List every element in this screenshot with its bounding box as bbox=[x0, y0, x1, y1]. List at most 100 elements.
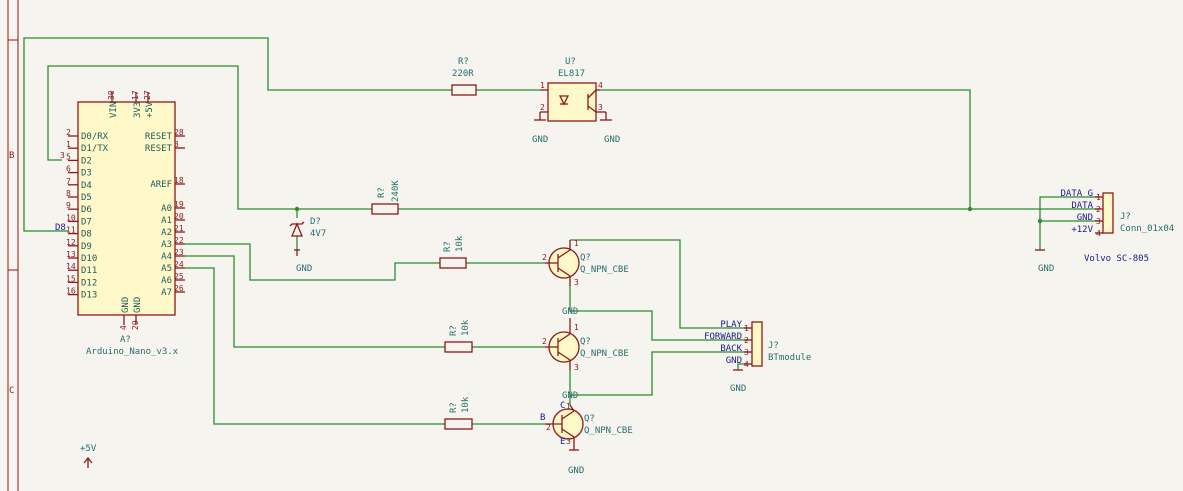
power-5v-label: +5V bbox=[80, 444, 97, 454]
arduino-left-pin-num: 15 bbox=[66, 274, 76, 283]
frame-row-b: B bbox=[9, 151, 14, 161]
transistor-q1[interactable]: 1 2 3 Q? Q_NPN_CBE bbox=[542, 239, 629, 287]
bt-pin-num: 3 bbox=[744, 348, 749, 357]
volvo-pin-num: 4 bbox=[1096, 229, 1101, 238]
pin-vin: VIN bbox=[109, 102, 119, 118]
volvo-gnd: GND bbox=[1038, 264, 1054, 274]
q3-collector-label: C bbox=[560, 401, 565, 411]
arduino-right-pin-num: 24 bbox=[174, 260, 184, 269]
arduino-pin-d3: D3 bbox=[81, 169, 92, 179]
wires bbox=[23, 37, 1100, 425]
arduino-pin-d0-rx: D0/RX bbox=[81, 132, 109, 142]
arduino-pin-d4: D4 bbox=[81, 181, 92, 191]
frame-row-c: C bbox=[9, 386, 14, 396]
zener-value: 4V7 bbox=[310, 229, 326, 239]
arduino-right-pin-num: 25 bbox=[174, 272, 184, 281]
r1-value: 10k bbox=[455, 235, 465, 252]
arduino-pin-reset: RESET bbox=[145, 144, 173, 154]
arduino-pin-a5: A5 bbox=[161, 264, 172, 274]
r2-value: 10k bbox=[461, 319, 471, 336]
junction-dot bbox=[294, 206, 300, 212]
bt-pin-num: 4 bbox=[744, 360, 749, 369]
junction-dot bbox=[967, 206, 973, 212]
net-label-d8: D8 bbox=[55, 223, 66, 233]
transistor-q3[interactable]: GND C B E 1 2 3 Q? Q_NPN_CBE GND bbox=[540, 391, 633, 476]
arduino-pin-a7: A7 bbox=[161, 288, 172, 298]
arduino-nano[interactable]: VIN 3V3 +5V 30 17 27 D0/RX2D1/TX1D25D36D… bbox=[55, 90, 185, 357]
volvo-pin-name: GND bbox=[1077, 213, 1093, 223]
arduino-right-pin-num: 23 bbox=[174, 248, 184, 257]
arduino-pin-d7: D7 bbox=[81, 217, 92, 227]
volvo-value: Conn_01x04 bbox=[1120, 224, 1174, 234]
pin-num-30: 30 bbox=[107, 90, 116, 100]
optocoupler-el817[interactable]: U? EL817 1 2 3 4 GND GND bbox=[532, 57, 620, 145]
arduino-left-pin-num: 7 bbox=[66, 177, 71, 186]
pin-5v: +5V bbox=[145, 101, 155, 118]
arduino-left-pin-num: 13 bbox=[66, 250, 76, 259]
arduino-left-pin-num: 1 bbox=[66, 140, 71, 149]
arduino-pin-d8: D8 bbox=[81, 230, 92, 240]
opto-pin1: 1 bbox=[540, 81, 545, 90]
pin-num-17: 17 bbox=[131, 90, 140, 100]
r240-ref: R? bbox=[377, 187, 387, 198]
volvo-pin-name: DATA bbox=[1071, 201, 1093, 211]
r3-value: 10k bbox=[461, 396, 471, 413]
arduino-left-pin-num: 2 bbox=[66, 128, 71, 137]
arduino-left-pin-num: 16 bbox=[66, 287, 76, 296]
pin-gnd-1: GND bbox=[121, 297, 131, 313]
q3-value: Q_NPN_CBE bbox=[584, 426, 633, 436]
arduino-right-pin-num: 21 bbox=[174, 224, 184, 233]
resistor-10k-3[interactable]: R? 10k bbox=[444, 396, 473, 430]
arduino-pin-d5: D5 bbox=[81, 193, 92, 203]
resistor-10k-2[interactable]: R? 10k bbox=[444, 319, 473, 353]
r220-value: 220R bbox=[452, 69, 474, 79]
arduino-left-pin-num: 9 bbox=[66, 201, 71, 210]
arduino-right-pin-num: 19 bbox=[174, 200, 184, 209]
q1-pin3: 3 bbox=[574, 278, 579, 287]
q3-ref: Q? bbox=[584, 414, 595, 424]
arduino-pin-d6: D6 bbox=[81, 205, 92, 215]
q2-value: Q_NPN_CBE bbox=[580, 349, 629, 359]
arduino-pin-a2: A2 bbox=[161, 228, 172, 238]
opto-pin3: 3 bbox=[598, 103, 603, 112]
arduino-pin-d1-tx: D1/TX bbox=[81, 144, 109, 154]
arduino-left-pin-num: 11 bbox=[66, 226, 76, 235]
junctions bbox=[294, 206, 1043, 224]
arduino-pin-d12: D12 bbox=[81, 278, 97, 288]
arduino-right-pin-num: 22 bbox=[174, 236, 184, 245]
pin-num-4: 4 bbox=[119, 325, 128, 330]
pin-num-29: 29 bbox=[131, 320, 140, 330]
d2-pin-num: 3 bbox=[60, 151, 65, 160]
zener-diode[interactable]: D? 4V7 GND bbox=[289, 217, 326, 274]
resistor-220r[interactable]: R? 220R bbox=[451, 57, 477, 96]
q1-pin2: 2 bbox=[542, 253, 547, 262]
arduino-left-pin-num: 5 bbox=[66, 152, 71, 161]
resistor-240k[interactable]: R? 240K bbox=[371, 180, 401, 215]
arduino-right-pin-num: 20 bbox=[174, 212, 184, 221]
q3-base-label: B bbox=[540, 413, 545, 423]
bt-pin-name: GND bbox=[726, 356, 742, 366]
bt-gnd: GND bbox=[730, 384, 746, 394]
bt-pin-num: 1 bbox=[744, 324, 749, 333]
r240-value: 240K bbox=[391, 180, 401, 202]
bt-value: BTmodule bbox=[768, 353, 811, 363]
arduino-pin-a3: A3 bbox=[161, 240, 172, 250]
arduino-pin-a4: A4 bbox=[161, 252, 172, 262]
junction-dot bbox=[1037, 218, 1043, 224]
power-5v[interactable]: +5V bbox=[80, 444, 97, 468]
q3-pin3: 3 bbox=[566, 437, 571, 446]
arduino-pin-d11: D11 bbox=[81, 266, 97, 276]
q3-gnd: GND bbox=[562, 391, 578, 401]
opto-gnd-left: GND bbox=[532, 135, 548, 145]
volvo-pin-name: +12V bbox=[1071, 225, 1093, 235]
resistor-10k-1[interactable]: R? 10k bbox=[439, 235, 467, 269]
q3-pin1: 1 bbox=[566, 402, 571, 411]
r3-ref: R? bbox=[449, 402, 459, 413]
arduino-pin-a1: A1 bbox=[161, 216, 172, 226]
transistor-q2[interactable]: GND 1 2 3 Q? Q_NPN_CBE bbox=[542, 307, 629, 372]
pin-gnd-2: GND bbox=[133, 297, 143, 313]
r2-ref: R? bbox=[449, 325, 459, 336]
q2-pin1: 1 bbox=[574, 323, 579, 332]
